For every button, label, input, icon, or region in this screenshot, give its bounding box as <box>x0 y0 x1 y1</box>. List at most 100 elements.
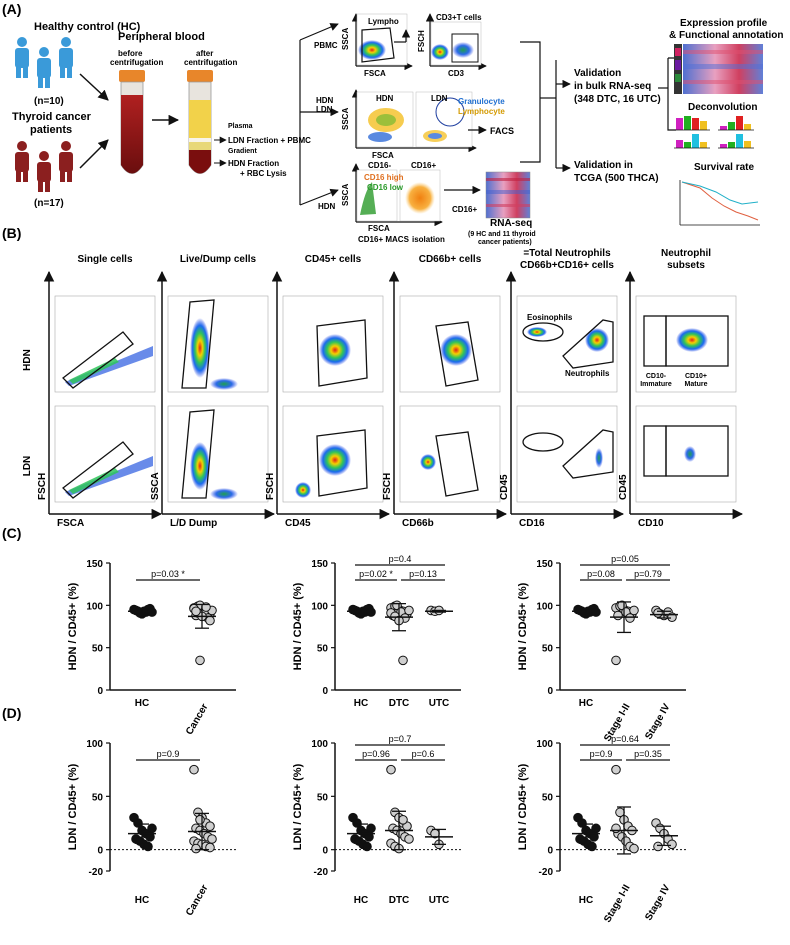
y-tick-label: 50 <box>542 792 554 803</box>
cd3-ylabel: FSCH <box>417 30 426 52</box>
data-point <box>611 823 621 834</box>
granulocyte-label: Granulocyte <box>458 97 505 106</box>
data-point <box>362 841 372 852</box>
rnaseq-label: RNA-seq <box>490 218 532 229</box>
gating-ylabel-4: CD45 <box>499 474 510 500</box>
y-tick-label: 50 <box>317 644 329 655</box>
gating-plot-0-0 <box>54 295 156 393</box>
p-value-label: p=0.79 <box>634 569 662 579</box>
dump-cells-density-1 <box>210 488 238 500</box>
y-axis-label: LDN / CD45+ (%) <box>292 763 304 850</box>
cd45-density-0 <box>319 334 351 366</box>
tc-n: (n=17) <box>34 198 64 209</box>
gating-title-2: CD45+ cells <box>305 254 362 265</box>
gating-xlabel-4: CD16 <box>519 518 545 529</box>
category-label: Stage IV <box>643 883 672 923</box>
data-point <box>207 834 217 844</box>
arrow-hdn-cd16 <box>299 188 339 206</box>
ldn-plot-title: LDN <box>431 94 448 103</box>
p-value-label: p=0.03 * <box>151 569 185 579</box>
y-tick-label: -20 <box>314 867 329 878</box>
gating-xlabel-3: CD66b <box>402 518 434 529</box>
survival-plot <box>679 180 760 226</box>
gradient-label: Gradient <box>228 148 257 155</box>
arrow-tc-to-blood <box>79 139 109 169</box>
gating-plot-0-1 <box>54 405 156 503</box>
y-tick-label: 100 <box>86 601 103 612</box>
cd66b-density-1 <box>420 454 436 470</box>
y-tick-label: 0 <box>97 686 103 697</box>
neutrophils-label: Neutrophils <box>565 369 610 378</box>
cd10-density-1 <box>684 446 696 462</box>
p-value-label: p=0.64 <box>611 734 639 744</box>
pbmc-label: PBMC <box>314 41 338 50</box>
data-point <box>195 815 205 825</box>
y-tick-label: 50 <box>92 644 104 655</box>
tube-before-icon <box>119 70 145 174</box>
category-label: UTC <box>429 895 450 906</box>
category-label: HC <box>579 895 593 906</box>
hdn-ldn-xlabel: FSCA <box>372 151 394 160</box>
p-value-label: p=0.35 <box>634 749 662 759</box>
expr-title-2: & Functional annotation <box>669 30 783 41</box>
cd16low-label: CD16 low <box>367 183 404 192</box>
after-label-2: centrifugation <box>184 58 237 67</box>
cd16-plot <box>351 163 443 227</box>
plasma-label: Plasma <box>228 123 253 130</box>
gating-xlabel-0: FSCA <box>57 518 84 529</box>
tc-label-line2: patients <box>30 124 72 136</box>
single-cells-gate-1 <box>62 441 134 499</box>
y-tick-label: 150 <box>536 559 553 570</box>
gating-plot-1-1 <box>167 405 269 503</box>
eosinophil-gate-0 <box>522 322 564 342</box>
hc-people-icon <box>15 37 73 88</box>
neutrophil-gate-0 <box>562 319 614 369</box>
category-label: HC <box>354 698 368 709</box>
pbmc-ylabel: SSCA <box>341 28 350 50</box>
y-tick-label: 50 <box>542 644 554 655</box>
arrow-pbmc <box>299 23 339 41</box>
data-point <box>195 655 205 666</box>
gating-ylabel-3: FSCH <box>382 473 393 500</box>
row-label-hdn: HDN <box>22 349 33 371</box>
data-point <box>386 764 396 775</box>
panel-label-c: (C) <box>2 525 21 541</box>
gating-ylabel-0: FSCH <box>37 473 48 500</box>
tc-people-icon <box>15 141 73 192</box>
data-point <box>205 821 215 832</box>
data-point <box>613 610 623 621</box>
y-axis-label: HDN / CD45+ (%) <box>292 582 304 670</box>
y-tick-label: -20 <box>539 867 554 878</box>
data-point <box>366 607 376 617</box>
data-point <box>591 607 601 617</box>
row-label-ldn: LDN <box>22 456 33 477</box>
y-tick-label: 50 <box>92 792 104 803</box>
p-value-label: p=0.7 <box>389 734 412 744</box>
cd3t-label: CD3+T cells <box>436 13 482 22</box>
data-point <box>629 843 639 854</box>
live-cells-density-0 <box>190 318 210 378</box>
hdn-fraction-label-2: + RBC Lysis <box>240 169 287 178</box>
gating-plot-1-0 <box>167 295 269 393</box>
data-point <box>667 839 677 850</box>
category-label: Stage IV <box>643 702 672 742</box>
arrow-hc-to-blood <box>79 73 109 101</box>
pbmc-xlabel: FSCA <box>364 69 386 78</box>
y-tick-label: 100 <box>311 601 328 612</box>
cd16-xlabel: FSCA <box>368 224 390 233</box>
cd16-macs-label: CD16+ MACS <box>358 235 410 244</box>
y-tick-label: 0 <box>97 846 103 857</box>
expr-title-1: Expression profile <box>680 18 768 29</box>
cd10-pos-gate-0 <box>665 315 729 367</box>
val-tcga-line2: TCGA (500 THCA) <box>574 173 659 184</box>
y-tick-label: 0 <box>322 846 328 857</box>
tube-after-icon <box>187 70 213 174</box>
expression-heatmap <box>674 44 763 94</box>
blood-title: Peripheral blood <box>118 31 205 43</box>
